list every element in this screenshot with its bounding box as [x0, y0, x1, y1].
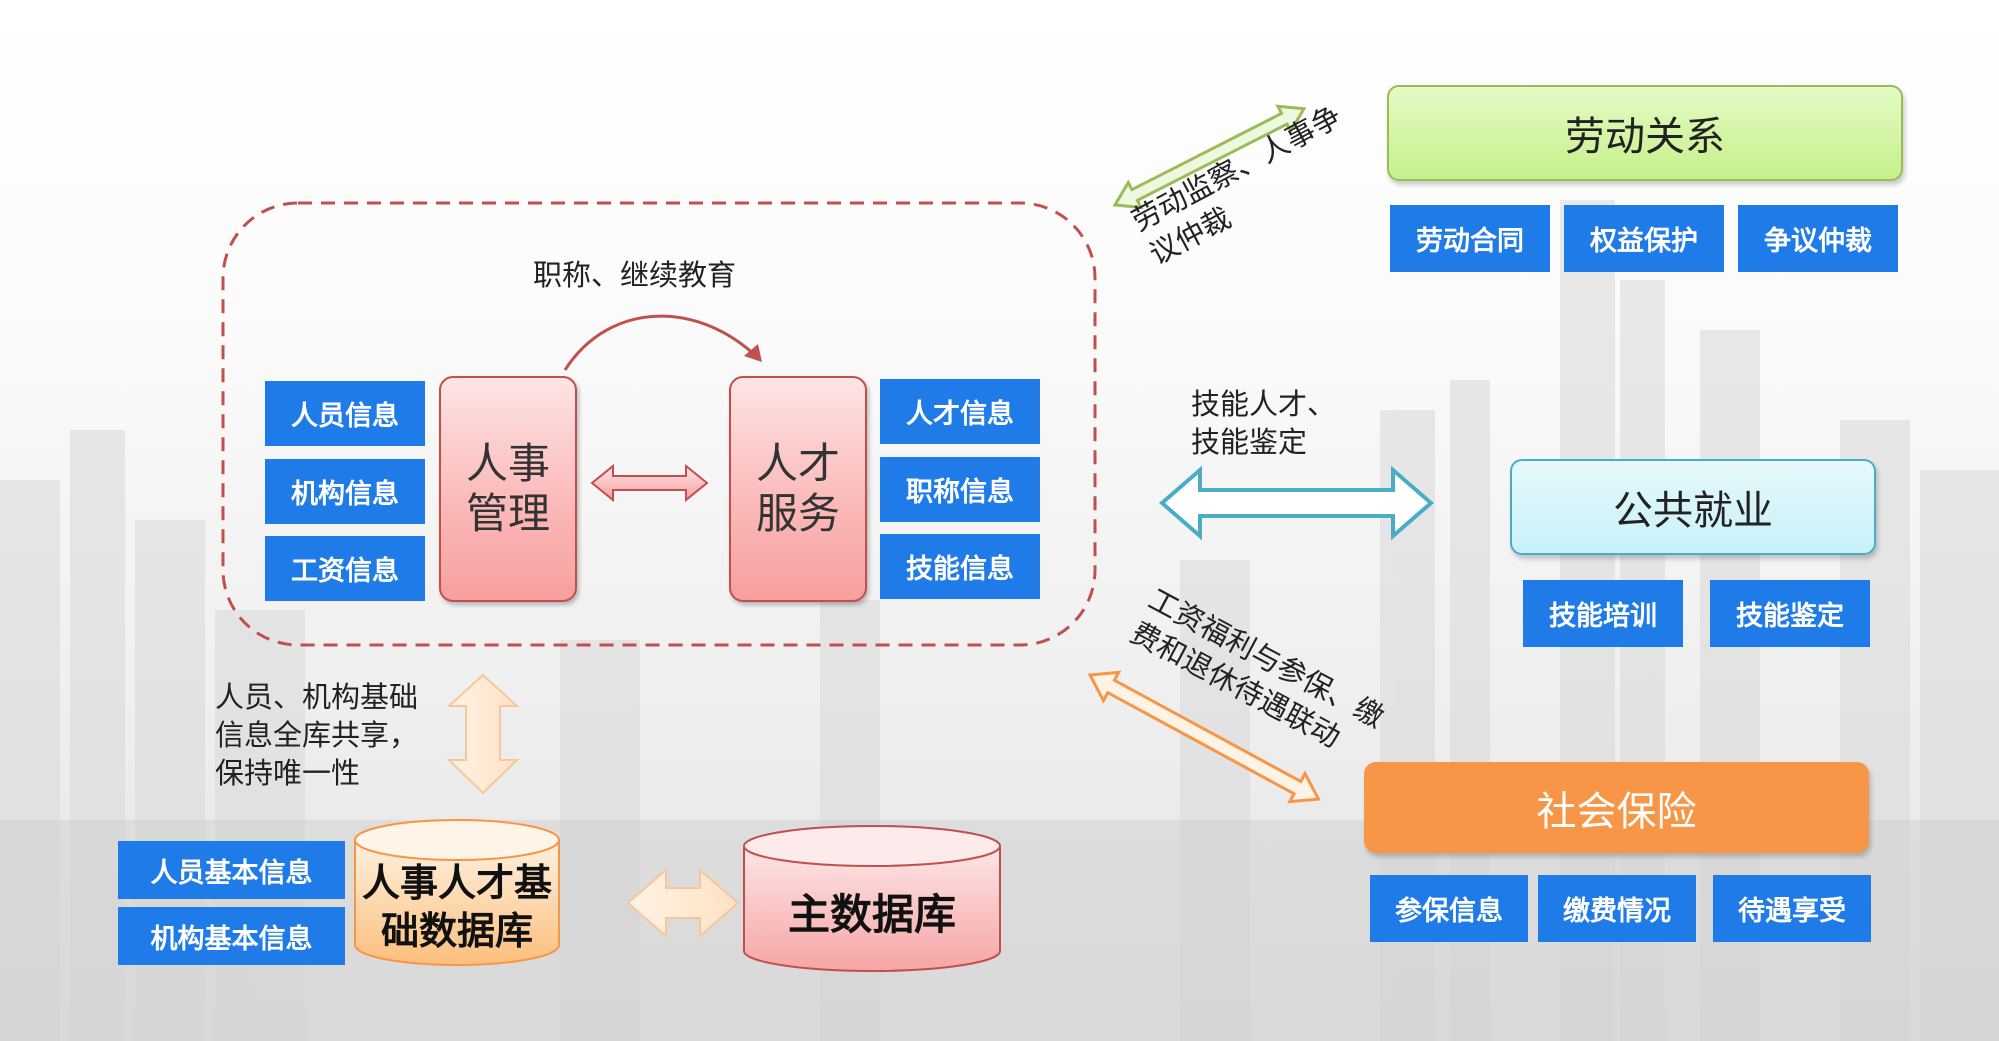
employment-link-label: 技能人才、 技能鉴定 [1191, 385, 1336, 461]
main-database-label: 主数据库 [787, 889, 956, 939]
shared-info-note: 人员、机构基础 信息全库共享， 保持唯一性 [215, 678, 475, 792]
hr-database-line1: 人事人才基 [361, 861, 552, 905]
double-arrow-insurance [1087, 670, 1321, 804]
tag-benefit-enjoyment: 待遇享受 [1713, 875, 1871, 942]
talent-service-line1: 人才 [755, 439, 840, 488]
tag-title-info: 职称信息 [880, 457, 1040, 522]
shared-info-note-line3: 保持唯一性 [215, 756, 361, 790]
double-arrow-databases [626, 867, 740, 939]
tag-payment-status: 缴费情况 [1538, 875, 1696, 942]
tag-skill-training: 技能培训 [1523, 580, 1683, 647]
talent-service-line2: 服务 [755, 489, 840, 538]
tag-labor-contract: 劳动合同 [1390, 205, 1550, 272]
tag-insured-info: 参保信息 [1370, 875, 1528, 942]
labor-relations-box: 劳动关系 [1387, 85, 1903, 181]
tag-basic-personnel-info: 人员基本信息 [118, 841, 345, 899]
social-insurance-box: 社会保险 [1364, 762, 1869, 853]
tag-salary-info: 工资信息 [265, 536, 425, 601]
title-education-label: 职称、继续教育 [533, 258, 737, 292]
hr-database-label: 人事人才基 础数据库 [355, 852, 559, 962]
hr-management-line2: 管理 [465, 489, 550, 538]
tag-personnel-info: 人员信息 [265, 381, 425, 446]
public-employment-box: 公共就业 [1510, 459, 1876, 555]
employment-link-line1: 技能人才、 [1191, 387, 1337, 421]
employment-link-line2: 技能鉴定 [1191, 425, 1308, 459]
hr-database-line2: 础数据库 [380, 909, 533, 953]
hr-database-cylinder [354, 819, 560, 966]
tag-organization-info: 机构信息 [265, 459, 425, 524]
tag-skill-assessment: 技能鉴定 [1710, 580, 1870, 647]
double-arrow-vertical [446, 673, 520, 795]
core-dashed-boundary [221, 201, 1097, 647]
tag-skill-info: 技能信息 [880, 534, 1040, 599]
hr-management-box: 人事 管理 [439, 376, 577, 602]
double-arrow-employment [1158, 465, 1435, 541]
curved-arrow [563, 314, 762, 371]
main-database-cylinder [743, 825, 1001, 972]
tag-talent-info: 人才信息 [880, 379, 1040, 444]
talent-service-box: 人才 服务 [729, 376, 867, 602]
tag-basic-organization-info: 机构基本信息 [118, 907, 345, 965]
hr-management-line1: 人事 [465, 439, 550, 488]
double-arrow-labor [1112, 104, 1307, 210]
tag-rights-protection: 权益保护 [1564, 205, 1724, 272]
shared-info-note-line1: 人员、机构基础 [215, 680, 419, 714]
shared-info-note-line2: 信息全库共享， [215, 718, 419, 752]
double-arrow-core [590, 463, 709, 503]
tag-dispute-arbitration: 争议仲裁 [1738, 205, 1898, 272]
